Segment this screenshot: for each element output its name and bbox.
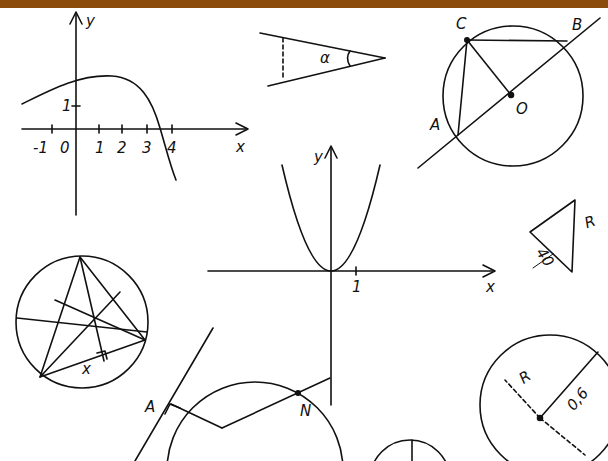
math-label: A [145,400,155,415]
math-label: 1 [62,99,72,114]
math-label: x [236,140,245,155]
math-label: 0 [60,141,70,156]
math-label: 4 [167,141,177,156]
math-label: -1 [33,141,48,156]
math-label: A [430,118,440,133]
math-label: 1 [95,141,105,156]
math-label: α [320,51,330,66]
math-label: y [314,150,323,165]
math-label: O [516,102,528,117]
math-label: 3 [142,141,152,156]
math-label: C [456,17,466,32]
math-label: N [300,404,311,419]
math-label: y [86,14,95,29]
math-label: 0,6 [565,386,592,414]
math-label: x [486,280,495,295]
math-label: 2 [117,141,127,156]
math-label: B [572,18,582,33]
math-label: R [583,214,598,232]
math-label: R [517,368,534,386]
math-label: x [82,362,91,377]
math-label: 1 [352,280,362,295]
